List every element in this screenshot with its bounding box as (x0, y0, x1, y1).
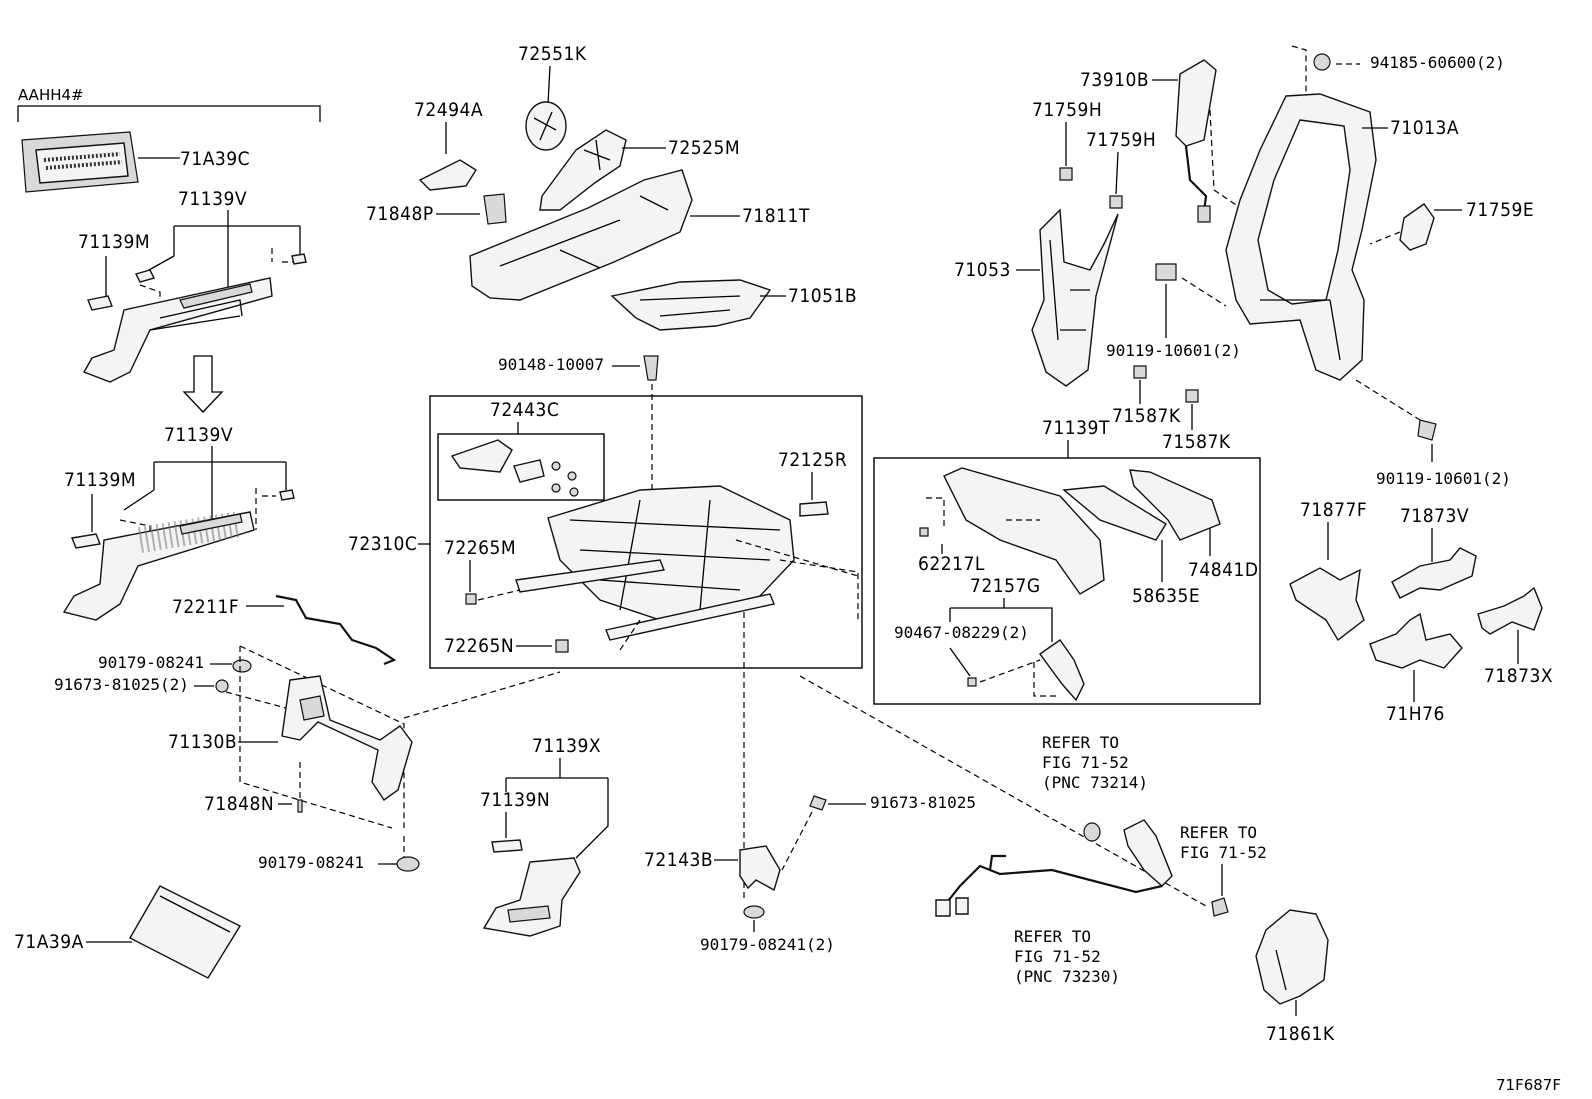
part-90119-10601-b[interactable]: 90119-10601(2) (1355, 379, 1511, 488)
part-72494A[interactable]: 72494A (414, 99, 483, 191)
part-90119-10601-a[interactable]: 90119-10601(2) (1106, 263, 1241, 360)
part-71861K[interactable]: 71861K (1255, 909, 1335, 1045)
part-71877F[interactable]: 71877F (1289, 499, 1367, 642)
seat-belt-buckle[interactable]: REFER TO FIG 71-52 (PNC 73214) REFER TO … (935, 733, 1267, 986)
label-72443C[interactable]: 72443C (490, 399, 559, 421)
part-71759E[interactable]: 71759E (1369, 199, 1534, 251)
label-71013A[interactable]: 71013A (1390, 117, 1459, 139)
label-71A39A[interactable]: 71A39A (14, 931, 84, 953)
part-71H76[interactable]: 71H76 (1369, 612, 1463, 725)
label-71759H-b[interactable]: 71759H (1086, 129, 1156, 151)
part-72143B[interactable]: 72143B 91673-81025 90179-08241(2) (644, 793, 976, 954)
label-72310C[interactable]: 72310C (348, 533, 417, 555)
label-58635E[interactable]: 58635E (1132, 585, 1200, 607)
label-72494A[interactable]: 72494A (414, 99, 483, 121)
part-71139V-upper[interactable]: 71139V 71139M (78, 188, 307, 383)
label-71587K-b[interactable]: 71587K (1162, 431, 1231, 453)
label-71139M-lower[interactable]: 71139M (64, 469, 136, 491)
label-71139T[interactable]: 71139T (1042, 417, 1110, 439)
label-71130B[interactable]: 71130B (168, 731, 237, 753)
label-71H76[interactable]: 71H76 (1386, 703, 1445, 725)
part-71587K[interactable]: 71587K 71587K (1112, 365, 1231, 453)
ref3-line3: (PNC 73230) (1014, 967, 1120, 986)
ref1-line1: REFER TO (1042, 733, 1119, 752)
ref2-line2: FIG 71-52 (1180, 843, 1267, 862)
label-91673-81025-2[interactable]: 91673-81025(2) (54, 675, 189, 694)
label-74841D[interactable]: 74841D (1188, 559, 1259, 581)
label-90179-08241-b[interactable]: 90179-08241 (258, 853, 364, 872)
label-72157G[interactable]: 72157G (970, 575, 1041, 597)
label-90119-10601-2a[interactable]: 90119-10601(2) (1106, 341, 1241, 360)
label-72551K[interactable]: 72551K (518, 43, 587, 65)
label-71139V-upper[interactable]: 71139V (178, 188, 247, 210)
part-72310C[interactable]: 72310C 72443C 72125R 72265M 72265N (348, 395, 863, 669)
part-71051B[interactable]: 71051B (610, 279, 857, 331)
label-71139N[interactable]: 71139N (480, 789, 550, 811)
label-71A39C[interactable]: 71A39C (180, 148, 250, 170)
part-72211F[interactable]: 72211F (172, 594, 397, 666)
label-72525M[interactable]: 72525M (668, 137, 740, 159)
label-72265N[interactable]: 72265N (444, 635, 514, 657)
ref3-line1: REFER TO (1014, 927, 1091, 946)
part-71139X[interactable]: 71139X 71139N (480, 735, 609, 937)
part-72551K[interactable]: 72551K (518, 43, 587, 151)
label-72211F[interactable]: 72211F (172, 596, 239, 618)
label-71759E[interactable]: 71759E (1466, 199, 1534, 221)
label-71759H-a[interactable]: 71759H (1032, 99, 1102, 121)
label-90148-10007[interactable]: 90148-10007 (498, 355, 604, 374)
part-71130B[interactable]: 90179-08241 91673-81025(2) 71130B 71848N… (54, 645, 420, 872)
figure-code: 71F687F (1496, 1076, 1561, 1094)
label-72143B[interactable]: 72143B (644, 849, 713, 871)
label-90179-08241-2[interactable]: 90179-08241(2) (700, 935, 835, 954)
label-71861K[interactable]: 71861K (1266, 1023, 1335, 1045)
label-71848N[interactable]: 71848N (204, 793, 274, 815)
label-71848P[interactable]: 71848P (366, 203, 434, 225)
ref1-line3: (PNC 73214) (1042, 773, 1148, 792)
part-73910B[interactable]: 73910B (1080, 59, 1289, 241)
box-72310C (429, 395, 863, 669)
label-71053[interactable]: 71053 (954, 259, 1011, 281)
ref2-line1: REFER TO (1180, 823, 1257, 842)
label-71873X[interactable]: 71873X (1484, 665, 1553, 687)
group-bracket: AAHH4# (17, 86, 321, 122)
label-94185-60600-2[interactable]: 94185-60600(2) (1370, 53, 1505, 72)
part-71A39C[interactable]: 71A39C (21, 131, 250, 193)
part-72525M[interactable]: 72525M (539, 129, 740, 211)
label-71139X[interactable]: 71139X (532, 735, 601, 757)
group-label: AAHH4# (18, 86, 84, 104)
part-71873V[interactable]: 71873V (1391, 505, 1477, 599)
transition-arrow (182, 355, 224, 413)
ref3-line2: FIG 71-52 (1014, 947, 1101, 966)
label-90467-08229-2[interactable]: 90467-08229(2) (894, 623, 1029, 642)
part-71848P[interactable]: 71848P (366, 193, 507, 225)
label-71873V[interactable]: 71873V (1400, 505, 1469, 527)
label-91673-81025[interactable]: 91673-81025 (870, 793, 976, 812)
label-72125R[interactable]: 72125R (778, 449, 847, 471)
label-62217L[interactable]: 62217L (918, 553, 985, 575)
label-71587K-a[interactable]: 71587K (1112, 405, 1181, 427)
label-73910B[interactable]: 73910B (1080, 69, 1149, 91)
part-71053[interactable]: 71759H 71759H 71053 (954, 99, 1156, 387)
part-71873X[interactable]: 71873X (1477, 586, 1553, 687)
part-71811T[interactable]: 71811T (469, 169, 810, 301)
label-71051B[interactable]: 71051B (788, 285, 857, 307)
ref1-line2: FIG 71-52 (1042, 753, 1129, 772)
part-71139V-lower[interactable]: 71139V 71139M (62, 424, 295, 621)
part-71A39A[interactable]: 71A39A (14, 885, 241, 979)
label-71811T[interactable]: 71811T (742, 205, 810, 227)
label-71877F[interactable]: 71877F (1300, 499, 1367, 521)
part-71013A[interactable]: 94185-60600(2) 71013A (1225, 45, 1505, 381)
label-71139M-upper[interactable]: 71139M (78, 231, 150, 253)
part-71139T[interactable]: 71139T 62217L 58635E 74841D 72157G 90467… (873, 417, 1261, 705)
label-90119-10601-2b[interactable]: 90119-10601(2) (1376, 469, 1511, 488)
label-90179-08241-a[interactable]: 90179-08241 (98, 653, 204, 672)
label-71139V-lower[interactable]: 71139V (164, 424, 233, 446)
label-72265M[interactable]: 72265M (444, 537, 516, 559)
